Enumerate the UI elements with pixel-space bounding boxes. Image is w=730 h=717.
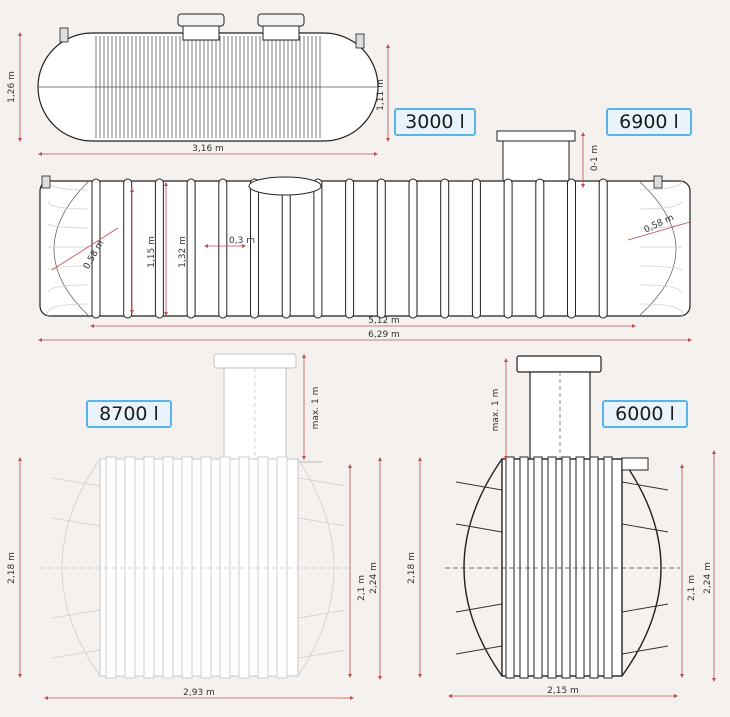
dim-6900-rib-h2: 1,32 m xyxy=(178,236,188,268)
tank-6000-ribs xyxy=(455,456,669,679)
rib xyxy=(181,456,193,679)
rib xyxy=(345,178,355,319)
rib xyxy=(471,178,481,319)
rib xyxy=(219,456,231,679)
end-rib xyxy=(639,303,683,317)
dim-8700-height-outer: 2,24 m xyxy=(369,562,379,594)
dim-8700-height-inner: 2,1 m xyxy=(357,575,367,601)
dim-3000-length: 3,16 m xyxy=(192,144,224,154)
arch-line xyxy=(297,517,347,527)
arch-line xyxy=(455,523,503,533)
arch-line xyxy=(51,649,101,659)
tank-6900-end-right xyxy=(639,177,683,317)
rib xyxy=(561,456,571,679)
rib xyxy=(575,456,585,679)
rib xyxy=(567,178,576,319)
rib xyxy=(143,456,155,679)
end-rib xyxy=(47,223,89,229)
rib xyxy=(408,178,418,319)
rib xyxy=(276,456,288,679)
rib xyxy=(376,178,386,319)
arch-line xyxy=(455,603,503,613)
rib xyxy=(533,456,543,679)
badge-6000: 6000 l xyxy=(602,400,688,428)
rib xyxy=(218,178,228,319)
rib xyxy=(123,178,133,319)
dim-6900-rib-gap: 0,3 m xyxy=(229,236,255,246)
dim-6900-length-inner: 5,12 m xyxy=(368,316,400,326)
rib xyxy=(154,178,164,319)
end-rib xyxy=(639,265,683,271)
tank-3000-drawing: 1,26 m 1,11 m 3,16 m xyxy=(7,13,390,156)
arch-line xyxy=(297,649,347,659)
rib xyxy=(440,178,450,319)
dim-8700-width: 2,93 m xyxy=(183,688,215,698)
tank-6900-drawing: 0-1 m 1,15 m 1,32 m 0,3 m 0,58 m 0,58 m … xyxy=(38,130,692,342)
arch-line xyxy=(297,609,347,619)
end-rib xyxy=(639,284,683,294)
rib xyxy=(603,456,613,679)
dim-6900-rib-h1: 1,15 m xyxy=(147,236,157,268)
arch-line xyxy=(51,609,101,619)
rib xyxy=(505,456,515,679)
rib xyxy=(162,456,174,679)
rib xyxy=(535,178,545,319)
dim-6000-riser: max. 1 m xyxy=(491,389,501,432)
rib xyxy=(250,178,259,319)
rib xyxy=(105,456,117,679)
tank-3000-lid-left xyxy=(177,13,225,41)
arch-line xyxy=(621,603,669,613)
dim-3000-height-inner: 1,11 m xyxy=(376,79,386,111)
dim-8700-height: 2,18 m xyxy=(7,552,17,584)
tank-8700-drawing: max. 1 m 2,18 m 2,1 m 2,24 m 2,93 m xyxy=(7,353,382,700)
rib xyxy=(257,456,269,679)
rib xyxy=(124,456,136,679)
rib xyxy=(547,456,557,679)
rib xyxy=(186,178,196,319)
arch-line xyxy=(621,523,669,533)
arch-line xyxy=(621,481,669,491)
dim-3000-height: 1,26 m xyxy=(7,71,17,103)
arch-line xyxy=(51,477,101,487)
dim-6900-riser: 0-1 m xyxy=(590,145,600,171)
rib xyxy=(589,456,599,679)
arch-line xyxy=(621,645,669,655)
end-rib xyxy=(46,303,89,317)
rib xyxy=(598,178,608,319)
rib xyxy=(91,178,101,319)
arch-line xyxy=(297,477,347,487)
tank-6900-ribs xyxy=(91,178,608,319)
dim-6000-height-outer: 2,24 m xyxy=(703,562,713,594)
badge-8700: 8700 l xyxy=(86,400,172,428)
end-rib xyxy=(47,265,89,271)
end-rib xyxy=(639,177,683,191)
rib xyxy=(313,178,323,319)
rib xyxy=(503,178,513,319)
tank-3000-lid-right xyxy=(257,13,305,41)
arch-line xyxy=(455,645,503,655)
end-rib xyxy=(47,284,89,294)
rib xyxy=(238,456,250,679)
end-rib xyxy=(639,200,683,210)
badge-3000: 3000 l xyxy=(394,108,476,136)
arch-line xyxy=(51,517,101,527)
rib xyxy=(200,456,212,679)
dim-6000-height-inner: 2,1 m xyxy=(687,575,697,601)
dim-6900-length: 6,29 m xyxy=(368,330,400,340)
tank-6000-drawing: max. 1 m 2,18 m 2,1 m 2,24 m 2,15 m xyxy=(407,355,716,698)
tank-8700-ribs xyxy=(51,456,347,679)
end-rib xyxy=(47,200,89,210)
dim-8700-riser: max. 1 m xyxy=(311,387,321,430)
arch-line xyxy=(455,481,503,491)
rib xyxy=(281,178,291,319)
badge-6900: 6900 l xyxy=(606,108,692,136)
dim-6000-height: 2,18 m xyxy=(407,552,417,584)
dim-6000-width: 2,15 m xyxy=(547,686,579,696)
rib xyxy=(519,456,529,679)
